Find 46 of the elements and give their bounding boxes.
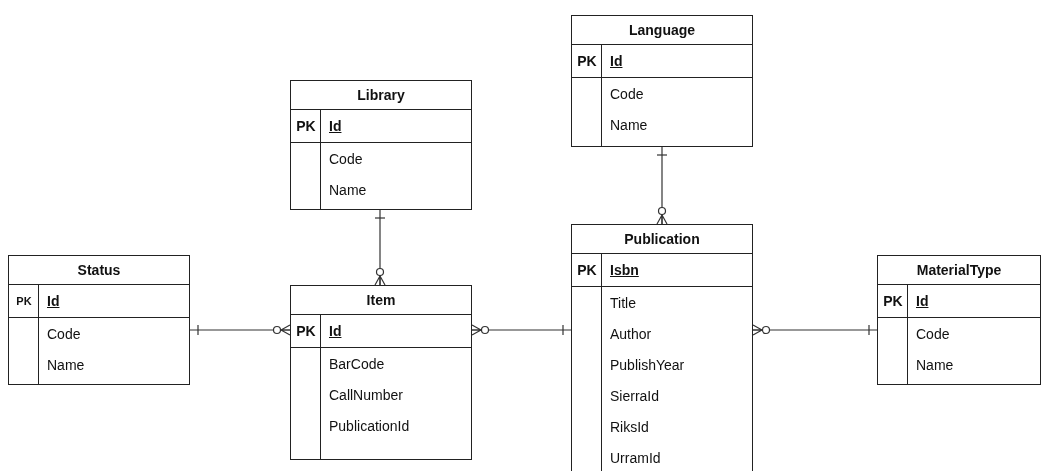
field-name: Code bbox=[915, 325, 950, 342]
field-name: Title bbox=[609, 294, 636, 311]
table-title: Status bbox=[9, 256, 189, 285]
key-label: PK bbox=[576, 53, 598, 69]
key-label: PK bbox=[576, 262, 598, 278]
relationship-line bbox=[189, 324, 291, 336]
table-title: Publication bbox=[572, 225, 752, 254]
field-name: CallNumber bbox=[328, 386, 403, 403]
key-field-name: Id bbox=[915, 293, 929, 309]
key-field-name: Isbn bbox=[609, 262, 639, 278]
key-field-name: Id bbox=[328, 323, 342, 339]
table-title: Item bbox=[291, 286, 471, 315]
key-field-name: Id bbox=[46, 293, 60, 309]
entity-table bbox=[290, 285, 472, 460]
table-title: Language bbox=[572, 16, 752, 45]
field-name: Author bbox=[609, 325, 652, 342]
key-label: PK bbox=[295, 118, 317, 134]
table-title: MaterialType bbox=[878, 256, 1040, 285]
relationship-line bbox=[656, 146, 668, 225]
field-name: SierraId bbox=[609, 387, 660, 404]
key-field-name: Id bbox=[609, 53, 623, 69]
field-name: PublishYear bbox=[609, 356, 685, 373]
field-name: Code bbox=[46, 325, 81, 342]
field-name: PublicationId bbox=[328, 417, 410, 434]
field-name: BarCode bbox=[328, 355, 385, 372]
field-name: Code bbox=[328, 150, 363, 167]
key-label: PK bbox=[15, 295, 33, 307]
field-name: Code bbox=[609, 85, 644, 102]
entity-table bbox=[877, 255, 1041, 385]
entity-table bbox=[290, 80, 472, 210]
key-label: PK bbox=[295, 323, 317, 339]
field-name: RiksId bbox=[609, 418, 649, 435]
relationship-line bbox=[374, 209, 386, 286]
key-label: PK bbox=[882, 293, 904, 309]
entity-table bbox=[8, 255, 190, 385]
key-field-name: Id bbox=[328, 118, 342, 134]
field-name: UrramId bbox=[609, 449, 661, 466]
field-name: Name bbox=[46, 356, 85, 373]
table-title: Library bbox=[291, 81, 471, 110]
field-name: Name bbox=[328, 181, 367, 198]
entity-table bbox=[571, 224, 753, 471]
entity-table bbox=[571, 15, 753, 147]
field-name: Name bbox=[609, 116, 648, 133]
relationship-line bbox=[471, 324, 572, 336]
field-name: Name bbox=[915, 356, 954, 373]
relationship-line bbox=[752, 324, 878, 336]
